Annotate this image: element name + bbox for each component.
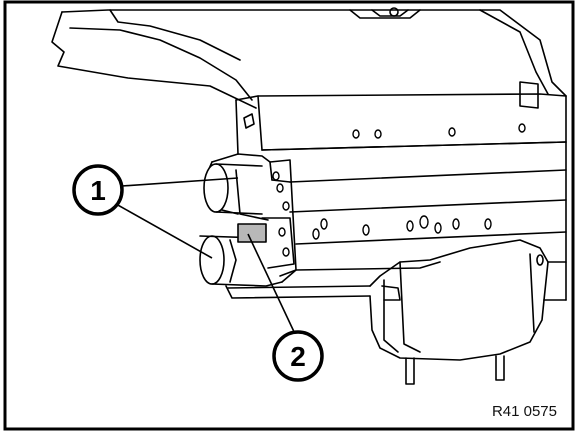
vehicle-rear-structure bbox=[51, 7, 567, 385]
callout-2: 2 bbox=[272, 330, 324, 382]
callout-2-circle bbox=[272, 330, 324, 382]
figure-reference-code: R41 0575 bbox=[491, 403, 557, 420]
callout-1-number: 1 bbox=[90, 175, 106, 206]
callout-1-circle bbox=[72, 164, 124, 216]
callout-1: 1 bbox=[72, 164, 124, 216]
callout-2-number: 2 bbox=[290, 341, 306, 372]
leader-lines bbox=[115, 177, 297, 337]
member-holes bbox=[272, 123, 526, 257]
